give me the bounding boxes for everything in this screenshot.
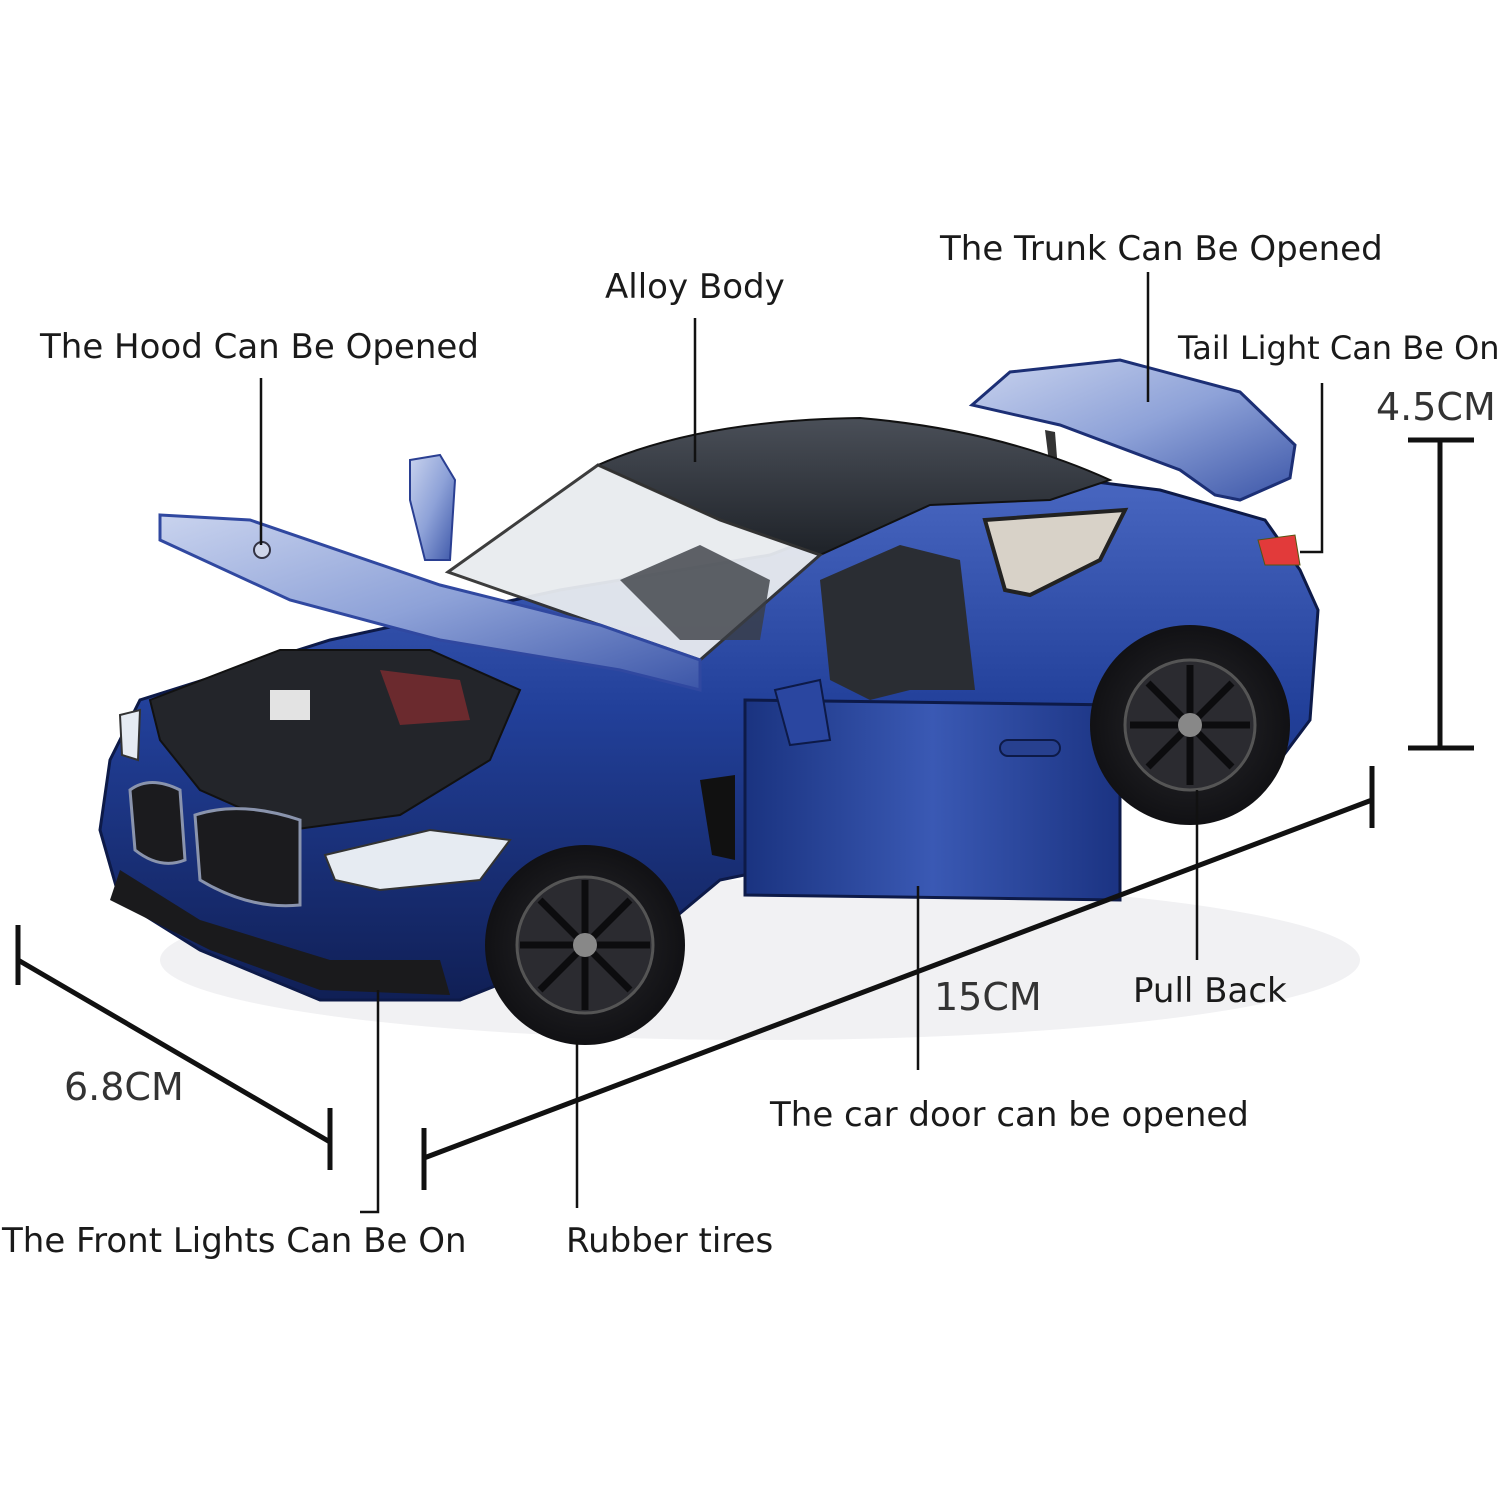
headlight — [323, 828, 512, 892]
door-mirror — [773, 678, 832, 747]
grille-right — [193, 807, 302, 908]
label-rubber-tires: Rubber tires — [566, 1221, 774, 1261]
callout-lines — [259, 272, 1324, 1214]
label-pull-back: Pull Back — [1133, 971, 1287, 1011]
label-tail-light: Tail Light Can Be On — [1178, 329, 1497, 367]
label-hood: The Hood Can Be Opened — [40, 327, 479, 367]
side-vent — [700, 775, 735, 860]
rear-window — [982, 507, 1129, 598]
dimension-width: 6.8CM — [64, 1065, 184, 1109]
front-hub — [573, 933, 597, 957]
side-mirror — [409, 453, 457, 561]
label-car-door: The car door can be opened — [770, 1095, 1249, 1135]
tail-light — [1257, 534, 1301, 566]
hood — [158, 513, 702, 692]
engine-part — [270, 690, 310, 720]
interior-seat — [820, 545, 975, 700]
label-alloy-body: Alloy Body — [605, 267, 785, 307]
dimension-lines — [15, 437, 1474, 1190]
front-bumper — [110, 870, 450, 995]
dimension-height: 4.5CM — [1376, 385, 1496, 429]
label-front-lights: The Front Lights Can Be On — [2, 1221, 467, 1261]
label-trunk: The Trunk Can Be Opened — [940, 229, 1383, 269]
trunk-lid — [968, 358, 1297, 502]
engine-cover — [380, 670, 470, 725]
rear-hub — [1178, 713, 1202, 737]
door-handle — [999, 739, 1061, 757]
interior-seat-front — [620, 545, 770, 640]
headlight-left — [118, 708, 142, 762]
grille-left — [128, 781, 187, 865]
dimension-length: 15CM — [934, 975, 1042, 1019]
